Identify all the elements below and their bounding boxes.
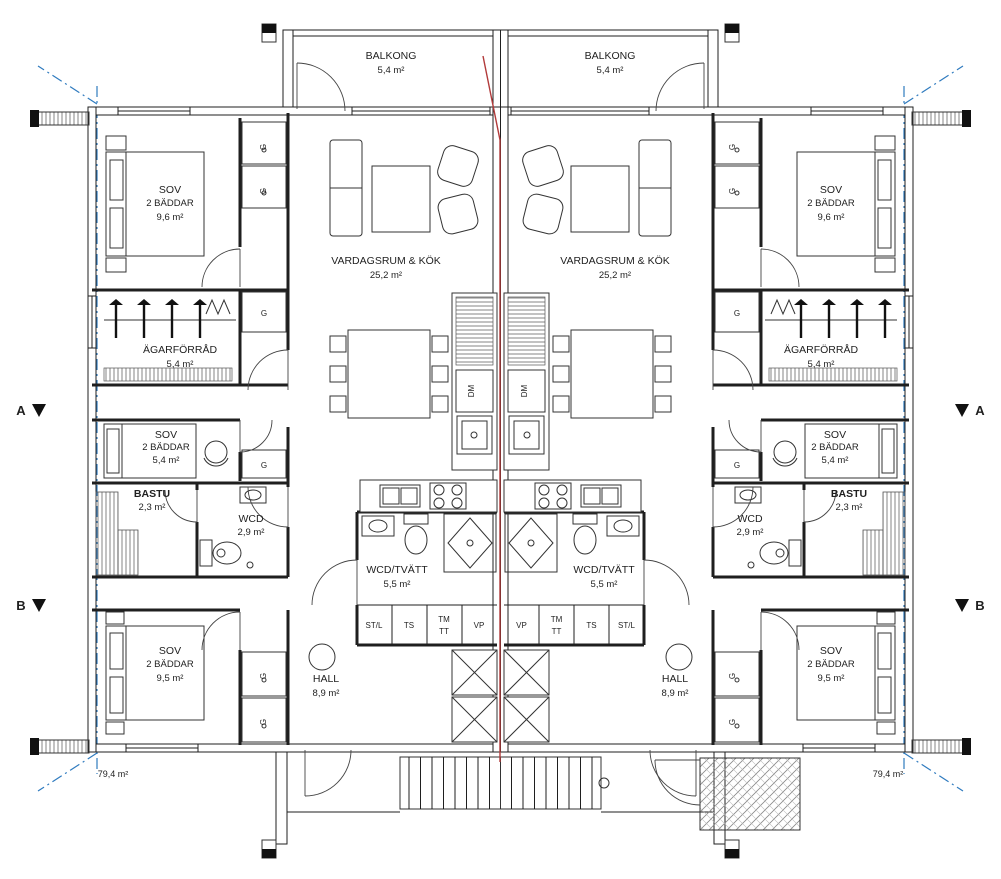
carport-door-arc	[654, 759, 701, 806]
room-label-sov-mid-left: SOV	[155, 429, 177, 441]
appliance-label-stl-right: ST/L	[618, 621, 635, 630]
room-label-sov-bottom-right: SOV	[820, 645, 842, 657]
room-label-wcd-tvatt-left: WCD/TVÄTT	[366, 564, 428, 576]
room-beds-sov-top-right: 2 BÄDDAR	[807, 198, 855, 209]
closet-label-g-left-6: G	[259, 719, 268, 725]
room-label-vardagsrum-right: VARDAGSRUM & KÖK	[560, 255, 670, 267]
closet-label-g-right-2: G	[728, 188, 737, 194]
room-area-vardagsrum-right: 25,2 m²	[599, 270, 631, 281]
unit-area-right: 79,4 m²	[873, 769, 904, 779]
stair-handrail-post	[598, 777, 610, 789]
closet-label-g-left-2: G	[259, 188, 268, 194]
labels-layer: BALKONG 5,4 m² SOV 2 BÄDDAR 9,6 m² VARDA…	[16, 50, 985, 779]
dishwasher-label-left: DM	[467, 384, 476, 397]
room-area-sov-top-left: 9,6 m²	[157, 212, 184, 223]
room-area-hall-right: 8,9 m²	[662, 688, 689, 699]
room-area-wcd-tvatt-right: 5,5 m²	[591, 579, 618, 590]
closet-label-g-right-5: G	[728, 673, 737, 679]
room-label-sov-top-left: SOV	[159, 184, 181, 196]
room-label-wcd-right: WCD	[737, 513, 762, 525]
room-area-sov-bottom-left: 9,5 m²	[157, 673, 184, 684]
room-area-sov-mid-right: 5,4 m²	[822, 455, 849, 466]
room-label-hall-left: HALL	[313, 673, 339, 685]
room-area-balkong-left: 5,4 m²	[378, 65, 405, 76]
closet-label-g-right-6: G	[728, 719, 737, 725]
room-area-sov-mid-left: 5,4 m²	[153, 455, 180, 466]
room-label-agarforrad-left: ÄGARFÖRRÅD	[143, 343, 218, 356]
appliance-label-stl-left: ST/L	[366, 621, 383, 630]
appliance-label-tm-left: TM	[438, 615, 450, 624]
room-area-sov-top-right: 9,6 m²	[818, 212, 845, 223]
closet-label-g-left-3: G	[261, 309, 267, 318]
room-beds-sov-mid-left: 2 BÄDDAR	[142, 442, 190, 453]
closet-label-g-right-4: G	[734, 461, 740, 470]
room-area-vardagsrum-left: 25,2 m²	[370, 270, 402, 281]
appliance-label-tm-right: TM	[551, 615, 563, 624]
appliance-label-vp-right: VP	[516, 621, 527, 630]
room-area-hall-left: 8,9 m²	[313, 688, 340, 699]
room-area-bastu-right: 2,3 m²	[836, 502, 863, 513]
room-label-balkong-left: BALKONG	[366, 50, 417, 62]
closet-label-g-right-3: G	[734, 309, 740, 318]
room-label-hall-right: HALL	[662, 673, 688, 685]
dishwasher-label-right: DM	[520, 384, 529, 397]
room-beds-sov-bottom-left: 2 BÄDDAR	[146, 659, 194, 670]
section-marker-a-right: A	[975, 403, 985, 418]
closet-label-g-left-1: G	[259, 144, 268, 150]
room-area-sov-bottom-right: 9,5 m²	[818, 673, 845, 684]
room-label-sov-mid-right: SOV	[824, 429, 846, 441]
section-marker-b-right: B	[975, 598, 984, 613]
room-label-bastu-left: BASTU	[134, 488, 170, 500]
section-marker-a-left: A	[16, 403, 26, 418]
room-label-wcd-left: WCD	[238, 513, 263, 525]
appliance-label-tt-left: TT	[439, 627, 449, 636]
room-area-agarforrad-right: 5,4 m²	[808, 359, 835, 370]
room-label-vardagsrum-left: VARDAGSRUM & KÖK	[331, 255, 441, 267]
center-section-line	[482, 55, 501, 762]
closet-label-g-right-1: G	[728, 144, 737, 150]
room-area-bastu-left: 2,3 m²	[139, 502, 166, 513]
unit-area-left: 79,4 m²	[98, 769, 129, 779]
room-area-wcd-left: 2,9 m²	[238, 527, 265, 538]
carport-hatched-area	[699, 757, 801, 831]
appliance-label-ts-left: TS	[404, 621, 414, 630]
room-label-bastu-right: BASTU	[831, 488, 867, 500]
room-label-sov-top-right: SOV	[820, 184, 842, 196]
section-marker-b-left: B	[16, 598, 25, 613]
asymmetric-elements	[598, 757, 801, 831]
room-beds-sov-top-left: 2 BÄDDAR	[146, 198, 194, 209]
room-area-wcd-right: 2,9 m²	[737, 527, 764, 538]
closet-label-g-left-5: G	[259, 673, 268, 679]
room-label-agarforrad-right: ÄGARFÖRRÅD	[784, 343, 859, 356]
appliance-label-vp-left: VP	[474, 621, 485, 630]
room-area-balkong-right: 5,4 m²	[597, 65, 624, 76]
room-label-sov-bottom-left: SOV	[159, 645, 181, 657]
room-beds-sov-mid-right: 2 BÄDDAR	[811, 442, 859, 453]
room-area-wcd-tvatt-left: 5,5 m²	[384, 579, 411, 590]
closet-label-g-left-4: G	[261, 461, 267, 470]
appliance-label-ts-right: TS	[586, 621, 596, 630]
room-label-balkong-right: BALKONG	[585, 50, 636, 62]
room-beds-sov-bottom-right: 2 BÄDDAR	[807, 659, 855, 670]
room-label-wcd-tvatt-right: WCD/TVÄTT	[573, 564, 635, 576]
appliance-label-tt-right: TT	[552, 627, 562, 636]
room-area-agarforrad-left: 5,4 m²	[167, 359, 194, 370]
